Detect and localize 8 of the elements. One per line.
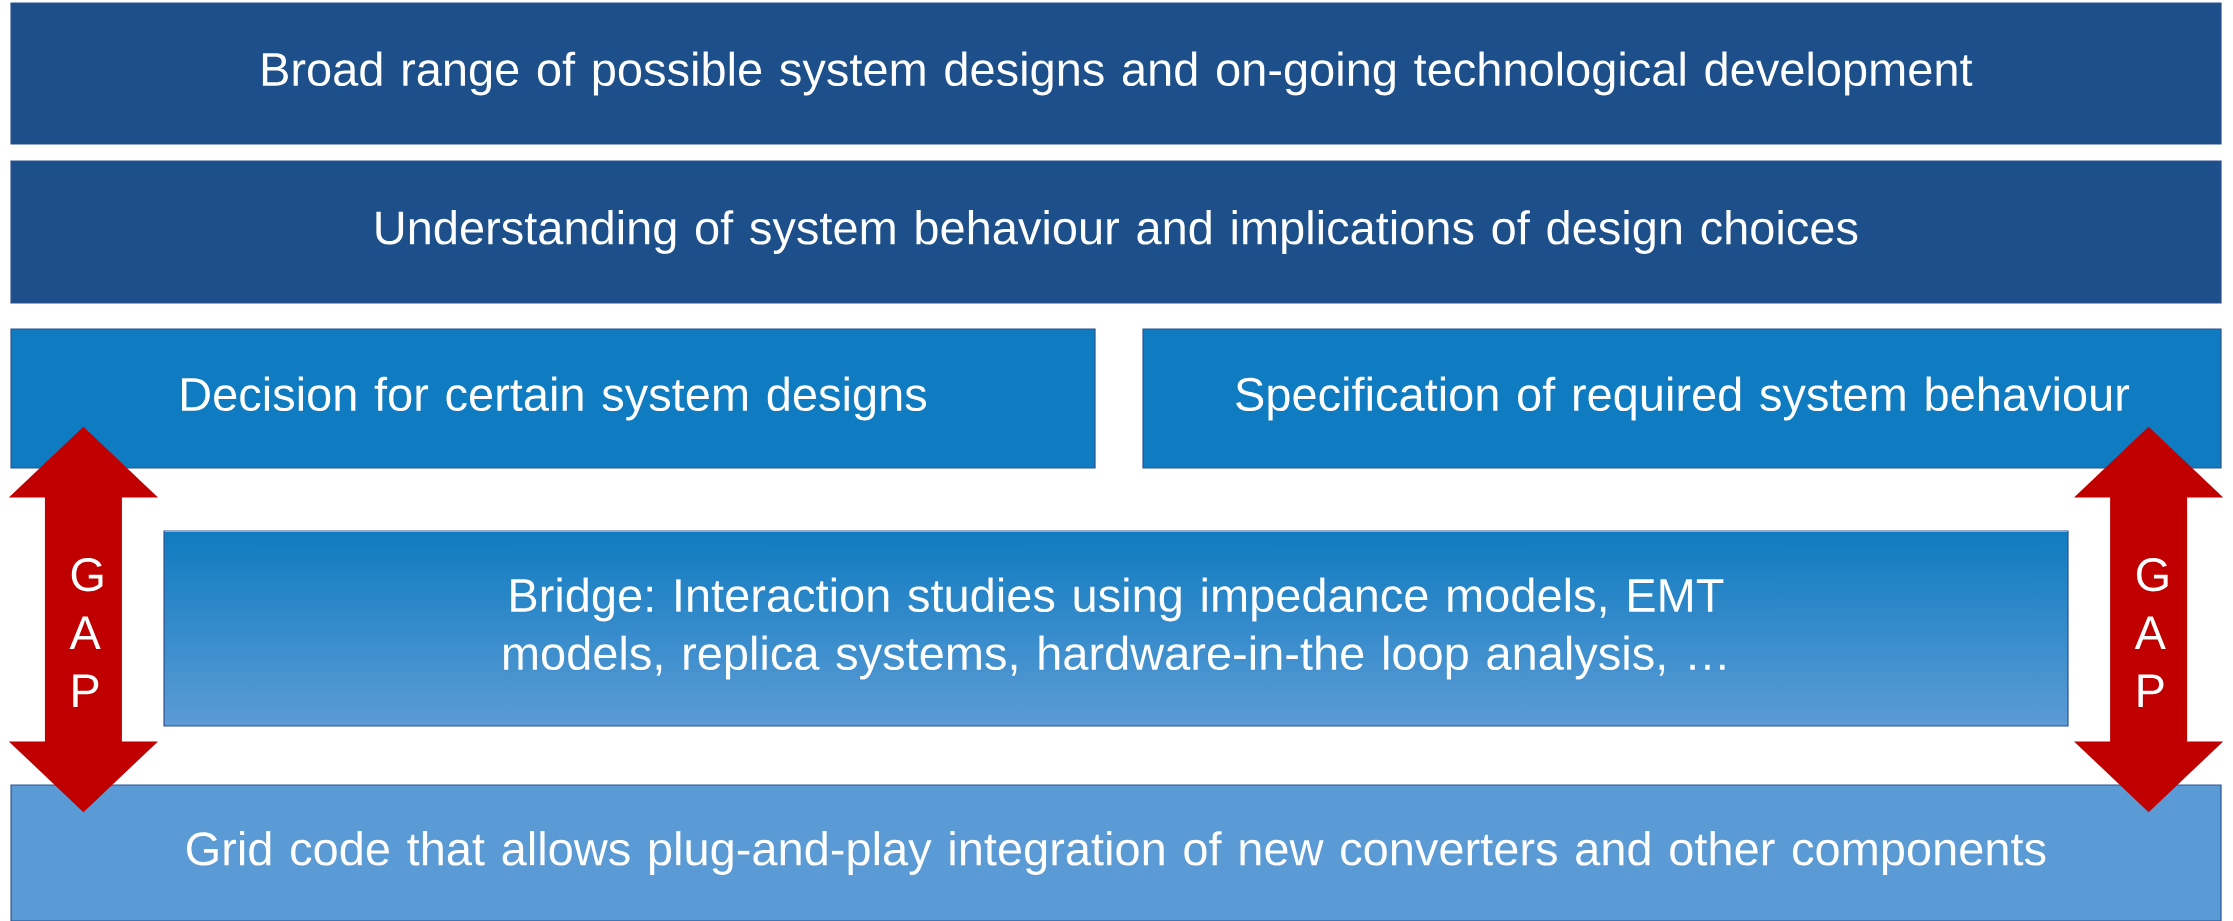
text-box: Decision for certain system designs <box>10 328 1096 469</box>
edge-label: G A P <box>69 558 103 707</box>
text-box: Specification of required system behaviour <box>1142 328 2222 469</box>
text-box: Understanding of system behaviour and implications of design choices <box>10 160 2222 304</box>
text-box: Broad range of possible system designs and on-going technological development <box>10 2 2222 145</box>
text-box: Bridge: Interaction studies using impedance models, EMT models, replica systems, hardware-in-the loop analysis, … <box>163 530 2069 727</box>
text-box: Grid code that allows plug-and-play integration of new converters and other components <box>10 784 2222 921</box>
edge-label: G A P <box>2134 558 2168 707</box>
